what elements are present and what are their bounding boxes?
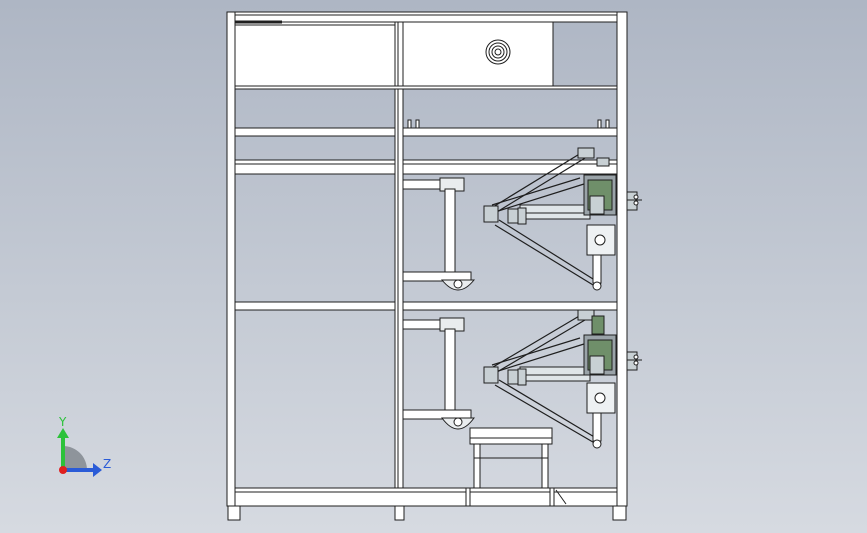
x-axis-marker	[59, 466, 67, 474]
lower-robot-unit	[402, 309, 642, 449]
y-axis-arrow	[61, 436, 65, 470]
y-axis-label: Y	[58, 415, 67, 429]
upper-robot-unit	[402, 147, 642, 291]
z-axis-arrow	[63, 468, 95, 472]
ventilation-fan-icon	[485, 39, 511, 65]
axis-triad: Y Z	[57, 415, 111, 477]
z-axis-label: Z	[103, 457, 111, 471]
work-table	[465, 427, 567, 507]
outer-frame	[226, 11, 628, 521]
upper-cabinet	[234, 20, 554, 87]
upper-rail	[234, 85, 618, 90]
